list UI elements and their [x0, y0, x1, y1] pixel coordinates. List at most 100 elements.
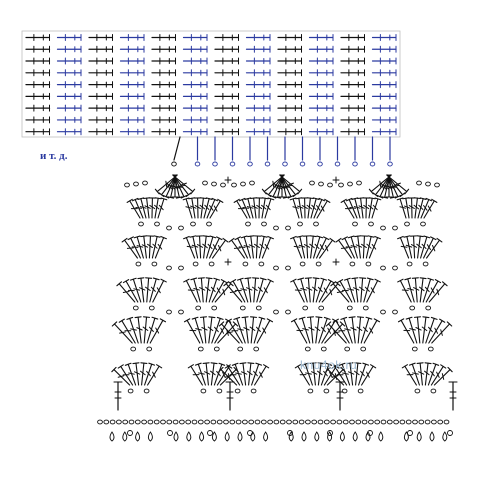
double-crochet-symbol	[309, 362, 318, 386]
dc-stem	[160, 174, 178, 196]
dc-cross	[257, 286, 263, 292]
link-loop	[282, 161, 288, 167]
double-crochet-symbol	[118, 318, 136, 344]
grid-stitch	[119, 116, 145, 124]
dc-stem	[206, 236, 214, 259]
double-crochet-symbol	[343, 277, 356, 303]
dc-stem	[241, 199, 251, 219]
link-loop	[387, 161, 393, 167]
dc-top-bar	[265, 192, 272, 198]
dc-top-bar	[312, 277, 320, 280]
dc-cross	[154, 204, 160, 210]
dc-cross	[166, 182, 170, 190]
dc-top-bar	[222, 237, 229, 243]
picot-teardrop	[442, 431, 448, 442]
dc-cross	[361, 243, 367, 249]
dc-top-bar	[227, 281, 234, 287]
dc-top-bar	[430, 236, 437, 241]
grid-stitch	[119, 57, 145, 65]
dc-top-bar	[189, 235, 197, 238]
dc-cross	[196, 244, 204, 248]
dc-cross	[428, 326, 433, 333]
dc-cross	[202, 243, 208, 249]
double-crochet-symbol	[425, 279, 442, 303]
chain-oval	[342, 419, 349, 425]
dc-top-bar	[236, 277, 244, 281]
picot-teardrop	[378, 431, 384, 442]
dc-top-bar	[247, 362, 255, 364]
dc-stem	[279, 174, 301, 193]
dc-cross	[317, 370, 323, 376]
chain-oval	[124, 182, 130, 188]
dc-cross	[210, 286, 216, 293]
dc-cross	[303, 244, 311, 248]
dc-top-bar	[210, 362, 218, 365]
double-crochet-symbol	[397, 278, 412, 303]
double-crochet-symbol	[183, 235, 196, 259]
grid-stitch	[56, 128, 82, 136]
chain-oval	[141, 419, 147, 425]
grid-stitch	[25, 92, 51, 100]
dc-stem	[368, 237, 379, 259]
dc-stem	[263, 174, 285, 193]
dc-cross	[349, 206, 357, 209]
dc-cross	[399, 206, 407, 209]
dc-top-bar	[323, 316, 331, 320]
grid-stitch	[25, 104, 51, 112]
dc-stem	[312, 277, 317, 303]
dc-top-bar	[124, 362, 132, 366]
dc-stem	[339, 280, 353, 303]
dc-stem	[242, 362, 247, 386]
ring	[367, 430, 373, 436]
dc-top-bar	[397, 318, 405, 323]
dc-top-bar	[244, 277, 252, 280]
dc-top-bar	[199, 197, 207, 200]
dc-stem	[146, 197, 150, 219]
double-crochet-symbol	[149, 277, 160, 303]
double-crochet-symbol	[212, 237, 229, 259]
dc-cross	[139, 206, 147, 209]
chain-oval	[250, 388, 257, 394]
dc-top-bar	[331, 364, 338, 369]
grid-stitch	[308, 69, 334, 77]
double-crochet-symbol	[425, 316, 438, 344]
chain-oval	[380, 265, 386, 271]
dc-stem	[236, 317, 246, 344]
chain-oval	[427, 346, 434, 352]
dc-top-bar	[140, 362, 148, 364]
dc-top-bar	[354, 235, 362, 238]
dc-stem	[292, 280, 305, 303]
dc-top-bar	[316, 235, 324, 239]
dc-cross	[156, 287, 161, 294]
grid-stitch	[340, 33, 366, 41]
dc-top-bar	[334, 281, 341, 287]
dc-cross	[222, 288, 226, 296]
dc-top-bar	[269, 194, 277, 199]
dc-stem	[220, 323, 240, 344]
chain-oval	[178, 309, 184, 315]
chain-oval	[143, 388, 150, 394]
dc-cross	[251, 286, 258, 292]
dc-cross	[285, 185, 292, 187]
double-crochet-symbol	[143, 197, 151, 219]
grid-stitch	[340, 45, 366, 53]
dc-top-bar	[333, 364, 340, 369]
dc-top-bar	[376, 194, 384, 199]
dc-stem	[143, 316, 148, 344]
chain-oval	[409, 305, 416, 311]
double-crochet-symbol	[188, 197, 197, 219]
grid-stitch	[245, 81, 271, 89]
double-crochet-symbol	[258, 235, 268, 259]
chain-oval	[258, 261, 265, 267]
single-crochet-symbol	[332, 258, 340, 266]
dc-top-bar	[187, 364, 194, 369]
dc-stem	[307, 277, 311, 303]
grid-stitch	[214, 104, 240, 112]
dc-top-bar	[225, 318, 232, 323]
picot-teardrop	[403, 431, 409, 442]
grid-stitch	[182, 69, 208, 77]
dc-stem	[412, 235, 416, 259]
link-loop	[194, 161, 201, 167]
chain-oval	[103, 419, 110, 425]
chain-oval	[393, 419, 399, 425]
